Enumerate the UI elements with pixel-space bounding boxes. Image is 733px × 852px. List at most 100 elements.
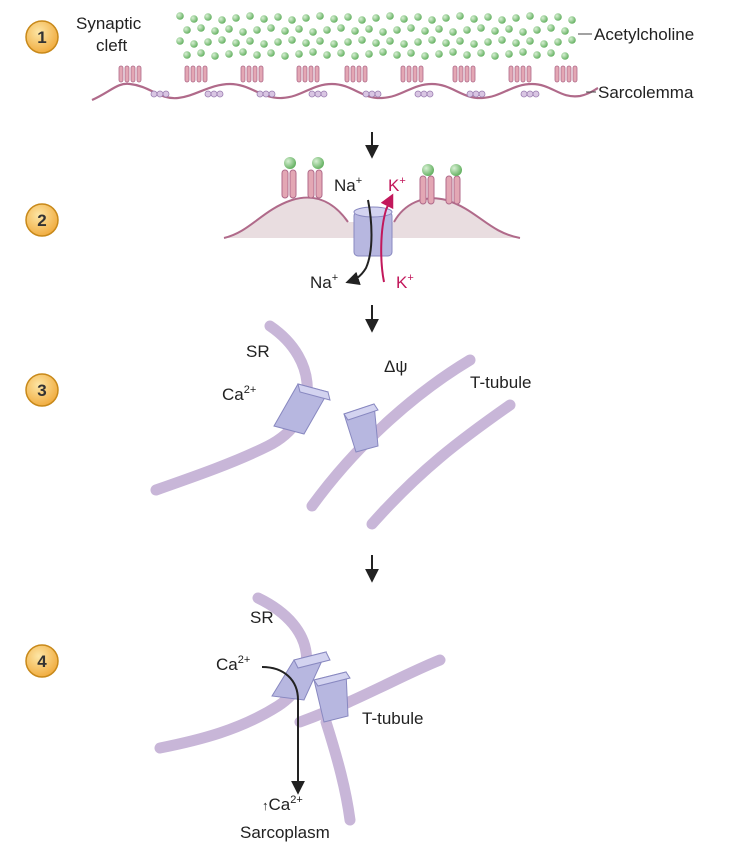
membrane-bead	[362, 90, 370, 98]
acetylcholine-molecule	[372, 14, 380, 22]
receptor-subunit	[118, 65, 124, 83]
membrane-bead	[216, 90, 224, 98]
membrane-bead	[426, 90, 434, 98]
receptor-subunit	[458, 65, 464, 83]
acetylcholine-molecule	[463, 26, 471, 34]
acetylcholine-molecule	[232, 14, 240, 22]
acetylcholine-molecule	[225, 50, 233, 58]
acetylcholine-molecule	[274, 13, 282, 21]
step-4-panel: SR Ca2+ T-tubule ↑Ca2+ Sarcoplasm	[154, 592, 446, 842]
receptor-subunit	[308, 65, 314, 83]
membrane-bead	[314, 90, 322, 98]
acetylcholine-molecule	[498, 16, 506, 24]
acetylcholine-molecule	[379, 48, 387, 56]
membrane-bead	[256, 90, 264, 98]
acetylcholine-molecule	[407, 24, 415, 32]
membrane-bead	[368, 90, 376, 98]
acetylcholine-molecule	[330, 40, 338, 48]
acetylcholine-molecule	[386, 37, 394, 45]
acetylcholine-molecule	[400, 15, 408, 23]
acetylcholine-molecule	[183, 26, 191, 34]
acetylcholine-molecule	[267, 49, 275, 57]
receptor-subunit	[190, 65, 196, 83]
t-tubule-step4-horizontal	[294, 654, 446, 728]
step-3-number: 3	[37, 381, 46, 400]
acetylcholine-molecule	[414, 38, 422, 46]
step-4-badge: 4	[25, 644, 59, 678]
receptor-subunit	[258, 65, 264, 83]
acetylcholine-molecule	[218, 36, 226, 44]
calcium-release-arrow	[261, 666, 305, 795]
receptor-subunit	[302, 65, 308, 83]
acetylcholine-molecule	[456, 12, 464, 20]
receptor-subunit	[514, 65, 520, 83]
acetylcholine-molecule	[568, 36, 576, 44]
sarcolemma-label: Sarcolemma	[598, 83, 694, 102]
membrane-bead	[210, 90, 218, 98]
acetylcholine-molecule	[176, 37, 184, 45]
acetylcholine-molecule	[344, 13, 352, 21]
acetylcholine-molecule	[449, 28, 457, 36]
acetylcholine-molecule	[197, 49, 205, 57]
step-1-panel: Synaptic cleft Acetylcholine Sarcolemma	[76, 12, 694, 102]
delta-psi-label: Δψ	[384, 357, 407, 376]
acetylcholine-molecule	[253, 51, 261, 59]
membrane-bead	[156, 90, 164, 98]
sr-membrane	[150, 320, 313, 496]
sr-calcium-channel	[273, 383, 331, 435]
acetylcholine-molecule	[358, 16, 366, 24]
acetylcholine-label: Acetylcholine	[594, 25, 694, 44]
membrane-bead	[320, 90, 328, 98]
na-flow-arrow	[345, 199, 373, 286]
receptor-subunit	[184, 65, 190, 83]
k-top-label: K+	[388, 175, 406, 195]
acetylcholine-molecule	[218, 16, 226, 24]
acetylcholine-molecule	[533, 26, 541, 34]
voltage-sensor-step4	[313, 671, 351, 723]
membrane-bead	[420, 90, 428, 98]
acetylcholine-molecule	[484, 38, 492, 46]
acetylcholine-molecule	[484, 13, 492, 21]
acetylcholine-molecule	[414, 13, 422, 21]
acetylcholine-molecule	[393, 26, 401, 34]
step-2-number: 2	[37, 211, 46, 230]
sr-membrane-step4	[154, 592, 313, 754]
receptor-subunit	[470, 65, 476, 83]
acetylcholine-molecule	[505, 50, 513, 58]
acetylcholine-molecule	[337, 24, 345, 32]
membrane-bead	[262, 90, 270, 98]
acetylcholine-molecule	[204, 38, 212, 46]
receptor-subunit	[252, 65, 258, 83]
membrane-fold	[224, 197, 520, 238]
step-2-badge: 2	[25, 203, 59, 237]
membrane-bead	[520, 90, 528, 98]
receptor-subunit	[356, 65, 362, 83]
acetylcholine-molecule	[190, 15, 198, 23]
receptor-subunit	[314, 65, 320, 83]
acetylcholine-molecule	[365, 50, 373, 58]
membrane-bead	[204, 90, 212, 98]
receptor-subunit	[202, 65, 208, 83]
acetylcholine-molecule	[526, 37, 534, 45]
sarcolemma-membrane	[91, 82, 599, 102]
receptor-subunit	[554, 65, 560, 83]
receptor-subunit	[412, 65, 418, 83]
acetylcholine-molecule	[232, 39, 240, 47]
membrane-bead	[268, 90, 276, 98]
acetylcholine-molecule	[351, 27, 359, 35]
receptor-subunit	[508, 65, 514, 83]
acetylcholine-molecule	[540, 40, 548, 48]
receptor-subunit	[240, 65, 246, 83]
t-tubule-step4-vertical	[320, 716, 356, 826]
acetylcholine-molecule	[491, 52, 499, 60]
acetylcholine-molecule	[260, 40, 268, 48]
acetylcholine-molecule	[386, 12, 394, 20]
acetylcholine-molecule	[526, 12, 534, 20]
receptor-subunit	[566, 65, 572, 83]
receptor-subunit	[362, 65, 368, 83]
acetylcholine-molecule	[561, 52, 569, 60]
acetylcholine-molecule	[281, 27, 289, 35]
receptor-subunit	[130, 65, 136, 83]
step-2-panel: Na+ K+ Na+ K+	[223, 157, 521, 292]
na-top-label: Na+	[334, 175, 362, 195]
